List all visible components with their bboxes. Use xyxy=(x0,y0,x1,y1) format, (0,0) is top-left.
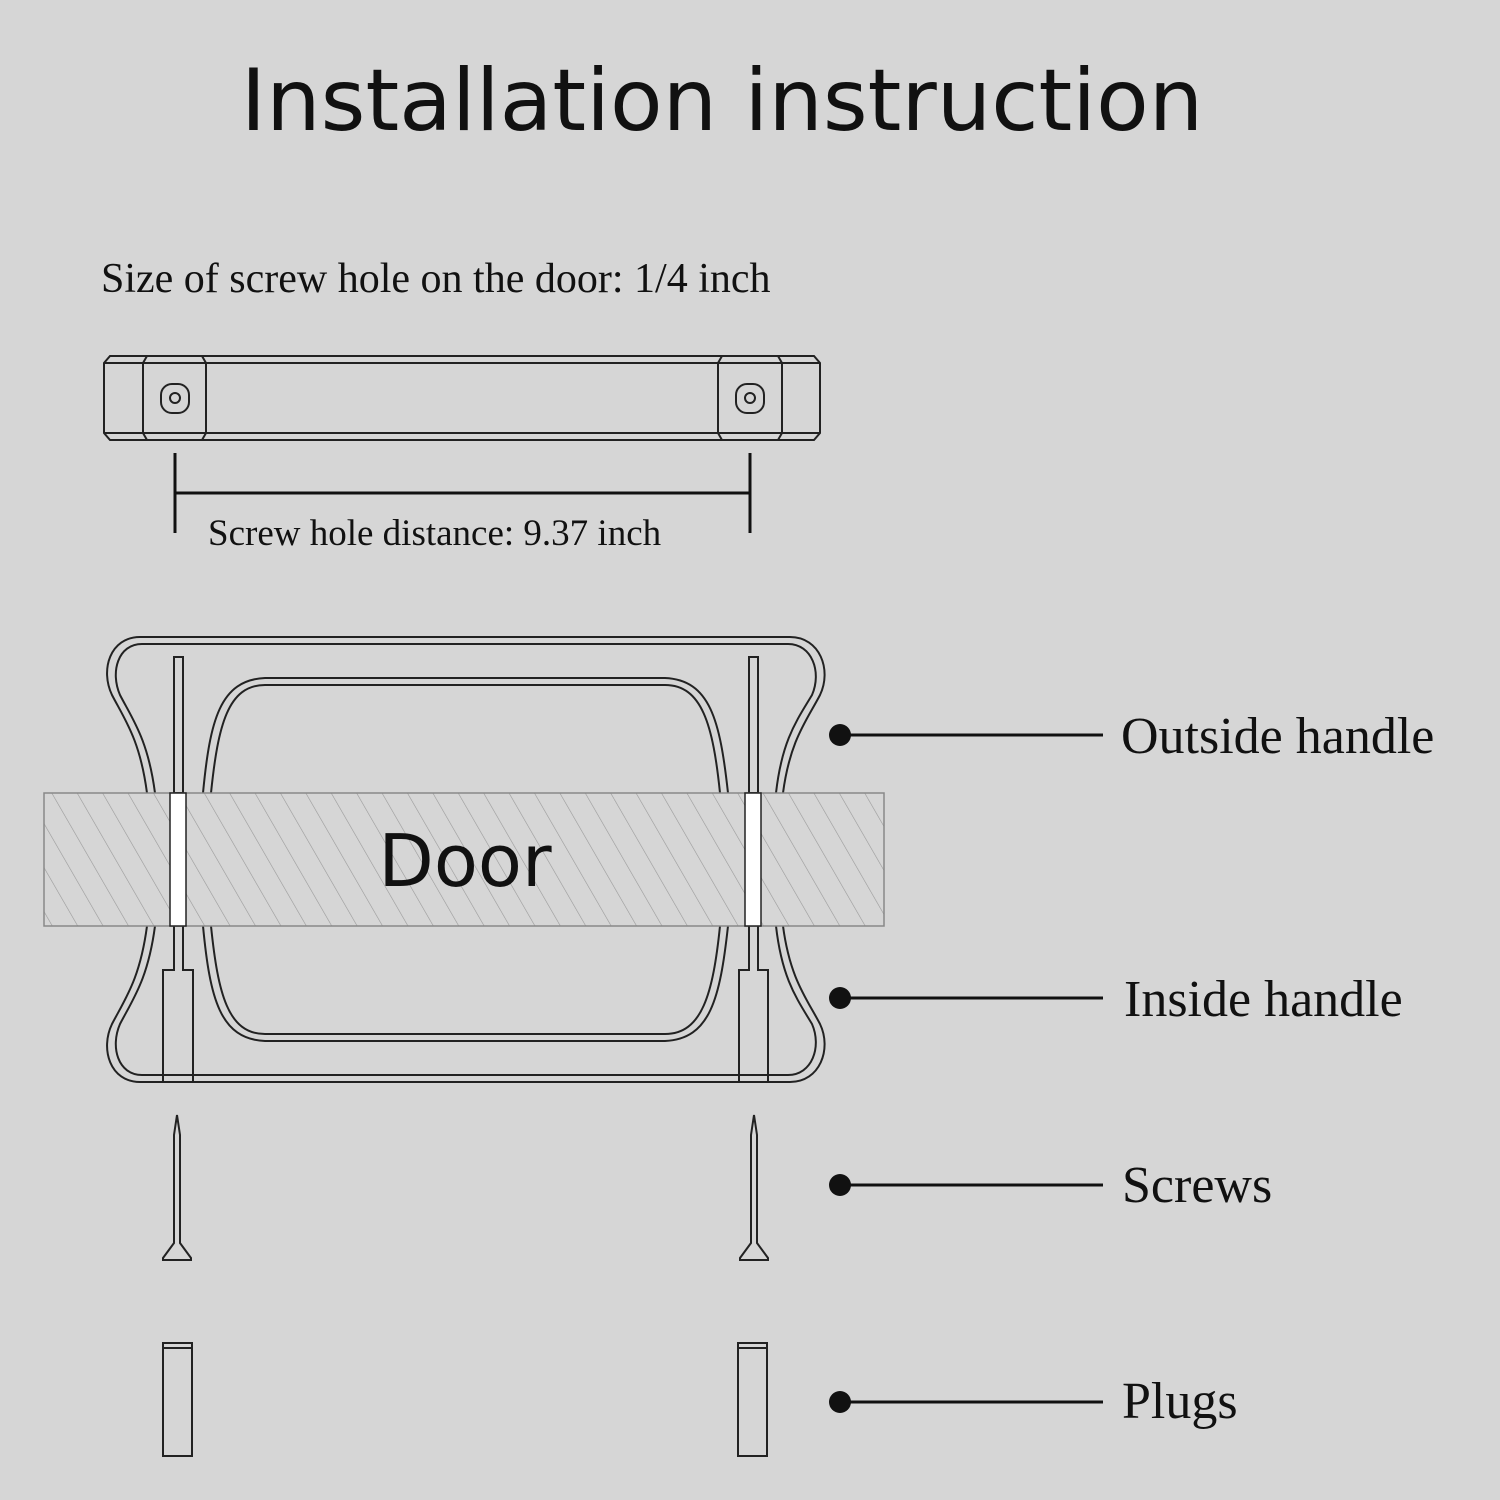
plug-left-icon xyxy=(162,1342,193,1457)
inside-handle-drawing xyxy=(106,925,826,1083)
label-outside-handle: Outside handle xyxy=(1121,708,1434,765)
label-plugs: Plugs xyxy=(1122,1373,1238,1430)
door-label: Door xyxy=(378,819,552,903)
screw-hole-distance-text: Screw hole distance: 9.37 inch xyxy=(208,513,662,554)
door-section xyxy=(43,792,885,927)
label-screws: Screws xyxy=(1122,1157,1272,1214)
screw-hole-right-icon xyxy=(735,383,765,414)
leader-outside-handle xyxy=(829,724,1103,746)
label-inside-handle: Inside handle xyxy=(1124,971,1403,1028)
dimension-line xyxy=(173,453,752,533)
leader-screws xyxy=(829,1174,1103,1196)
screw-hole-slot-left xyxy=(169,792,187,927)
screw-hole-size-text: Size of screw hole on the door: 1/4 inch xyxy=(101,256,771,302)
plug-right-icon xyxy=(737,1342,768,1457)
handle-top-view xyxy=(103,355,821,441)
screw-left-icon xyxy=(162,1114,192,1261)
page-title: Installation instruction xyxy=(241,51,1203,151)
screw-hole-left-icon xyxy=(160,383,190,414)
screw-hole-slot-right xyxy=(744,792,762,927)
outside-handle-drawing xyxy=(106,636,826,794)
leader-inside-handle xyxy=(829,987,1103,1009)
screw-right-icon xyxy=(739,1114,769,1261)
leader-plugs xyxy=(829,1391,1103,1413)
